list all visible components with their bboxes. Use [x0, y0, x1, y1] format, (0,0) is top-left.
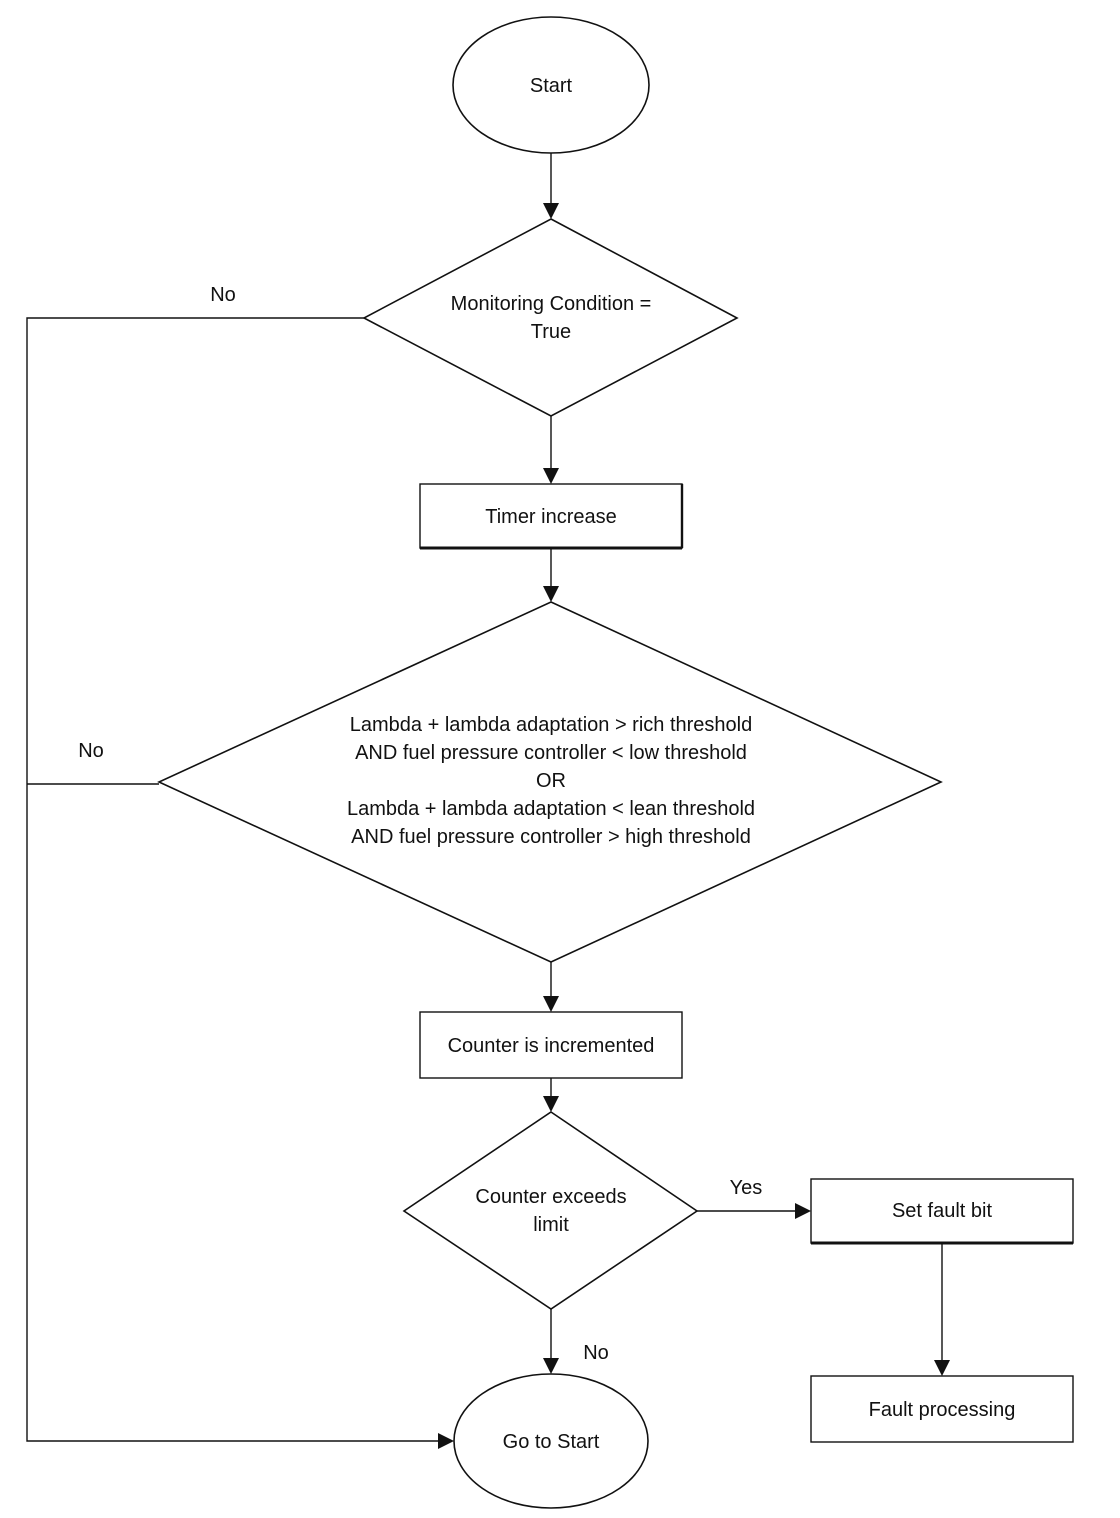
condition-label-line1: Lambda + lambda adaptation > rich thresh… — [350, 714, 753, 736]
edge-label-no-condition: No — [78, 740, 104, 762]
edge-label-no-monitoring: No — [210, 284, 236, 306]
fault-processing-label: Fault processing — [869, 1399, 1016, 1421]
edge-label-yes: Yes — [730, 1177, 763, 1199]
counter-exceeds-diamond — [402, 1111, 699, 1310]
fault-processing-box — [810, 1375, 1074, 1443]
counter-incremented-box — [419, 1011, 683, 1079]
timer-increase-label: Timer increase — [485, 506, 617, 528]
counter-incremented-label: Counter is incremented — [448, 1035, 655, 1057]
arrowhead-setfault-processing — [934, 1360, 950, 1376]
monitoring-condition-label-line1: Monitoring Condition = — [451, 293, 652, 315]
goto-start-label: Go to Start — [503, 1431, 600, 1453]
condition-label-line3: OR — [536, 770, 566, 792]
start-label: Start — [530, 75, 573, 97]
condition-label-line5: AND fuel pressure controller > high thre… — [351, 826, 751, 848]
set-fault-bit-box — [810, 1178, 1074, 1244]
arrowhead-start-monitoring — [543, 203, 559, 219]
monitoring-condition-diamond — [362, 218, 739, 417]
edge-label-no-exceeds: No — [583, 1342, 609, 1364]
arrowhead-exceeds-setfault — [795, 1203, 811, 1219]
condition-label-line2: AND fuel pressure controller < low thres… — [355, 742, 747, 764]
counter-exceeds-label-line2: limit — [533, 1214, 569, 1236]
monitoring-condition-label-line2: True — [531, 321, 571, 343]
arrowhead-timer-condition — [543, 586, 559, 602]
timer-increase-box — [419, 483, 683, 549]
arrowhead-exceeds-goto — [543, 1358, 559, 1374]
set-fault-bit-label: Set fault bit — [892, 1200, 993, 1222]
edge-monitoring-no-return — [26, 317, 440, 1442]
arrowhead-condition-counter — [543, 996, 559, 1012]
arrowhead-counter-exceeds — [543, 1096, 559, 1112]
counter-exceeds-label-line1: Counter exceeds — [475, 1186, 626, 1208]
condition-label-line4: Lambda + lambda adaptation < lean thresh… — [347, 798, 755, 820]
arrowhead-monitoring-timer — [543, 468, 559, 484]
arrowhead-return-goto — [438, 1433, 454, 1449]
